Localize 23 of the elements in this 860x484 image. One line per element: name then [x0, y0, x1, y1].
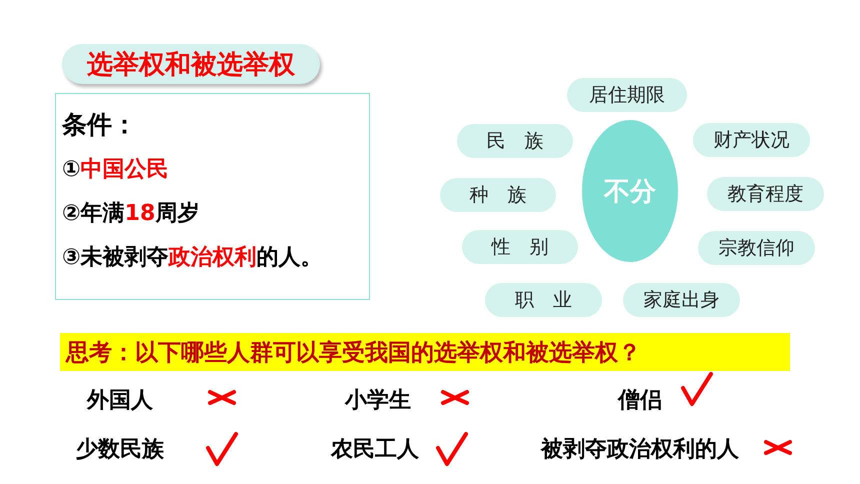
- factor-pill: 教育程度: [707, 177, 824, 211]
- answer-text: 被剥夺政治权利的人: [541, 436, 739, 464]
- factor-pill: 家庭出身: [623, 283, 740, 317]
- answer-text: 农民工人: [331, 436, 419, 464]
- question-banner: 思考：以下哪些人群可以享受我国的选举权和被选举权？: [60, 333, 790, 371]
- factor-pill: 财产状况: [693, 123, 810, 157]
- answer-text: 外国人: [87, 387, 153, 415]
- condition-text: ①中国公民: [62, 156, 169, 184]
- factor-pill: 职 业: [485, 283, 602, 317]
- heading: 条件：: [62, 109, 137, 141]
- answer-text: 少数民族: [76, 436, 164, 464]
- condition-text: ②年满18周岁: [62, 200, 200, 228]
- center-ellipse: 不分: [582, 120, 678, 262]
- factor-pill: 居住期限: [567, 78, 687, 112]
- factor-pill: 民 族: [457, 124, 573, 158]
- factor-pill: 种 族: [440, 178, 556, 212]
- answer-text: 僧侣: [618, 387, 662, 415]
- conditions-box: [55, 93, 370, 300]
- answer-text: 小学生: [345, 387, 411, 415]
- factor-pill: 性 别: [462, 230, 578, 264]
- condition-text: ③未被剥夺政治权利的人。: [62, 244, 323, 272]
- factor-pill: 宗教信仰: [698, 231, 815, 265]
- title-banner: 选举权和被选举权: [62, 44, 320, 84]
